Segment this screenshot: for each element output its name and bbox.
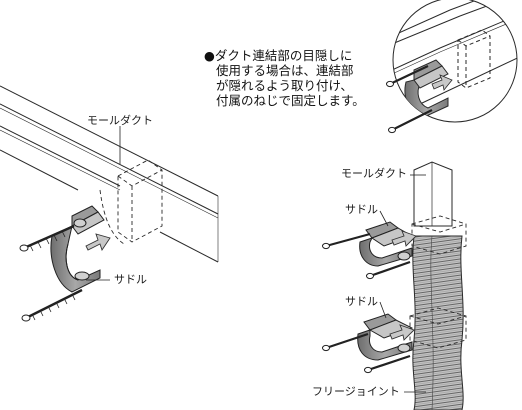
instruction-note: ●ダクト連結部の目隠しに 使用する場合は、連結部 が隠れるよう取り付け、 付属の… — [204, 48, 365, 108]
label-free-joint: フリージョイント — [311, 385, 401, 398]
right-mole-duct — [413, 161, 453, 227]
note-line-1: ●ダクト連結部の目隠しに — [204, 48, 353, 63]
label-right-saddle-lower: サドル — [344, 295, 379, 308]
zoom-screws — [386, 65, 433, 134]
right-saddle-upper — [359, 221, 414, 267]
right-joint-outlines — [409, 215, 467, 349]
left-joint-outline — [99, 159, 163, 245]
note-line-4: 付属のねじで固定します。 — [216, 93, 365, 108]
label-right-mole-duct: モールダクト — [340, 167, 408, 180]
left-screw-lower — [21, 288, 83, 322]
label-left-mole-duct: モールダクト — [86, 114, 154, 127]
right-upper-arrow — [391, 230, 417, 247]
right-leader-lines — [379, 174, 426, 393]
note-line-2: 使用する場合は、連結部 — [216, 63, 354, 78]
left-mole-duct — [0, 85, 219, 263]
left-screw-upper — [19, 224, 75, 252]
right-lower-arrow — [389, 324, 415, 341]
label-left-saddle: サドル — [113, 273, 148, 286]
right-screws — [322, 232, 411, 374]
free-joint — [412, 235, 464, 410]
left-saddle — [50, 205, 105, 293]
left-insert-arrow — [85, 233, 111, 252]
right-saddle-lower — [357, 313, 414, 361]
label-right-saddle-upper: サドル — [344, 203, 379, 216]
note-line-3: が隠れるよう取り付け、 — [216, 78, 353, 93]
left-leader-lines — [86, 125, 121, 281]
